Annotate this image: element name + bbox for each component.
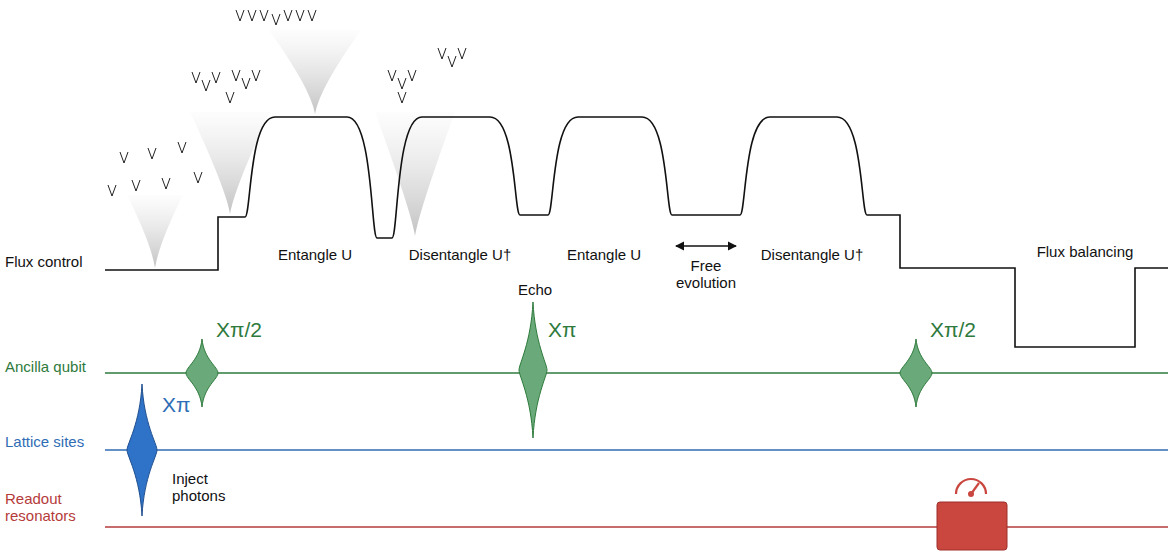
drive-pulse (519, 302, 547, 438)
photon-mark (296, 10, 304, 21)
pulse-label: Xπ/2 (216, 318, 262, 342)
photon-mark (398, 78, 406, 89)
photon-mark (448, 56, 456, 67)
step-label: Disentangle U† (761, 246, 864, 263)
step-label: Entangle U (567, 246, 641, 263)
step-label: Echo (518, 281, 552, 298)
photon-mark (236, 10, 244, 21)
step-label: Entangle U (278, 246, 352, 263)
photon-mark (248, 10, 256, 21)
drive-pulse (186, 339, 218, 407)
pulse-label: Xπ (162, 393, 191, 417)
channel-label: Ancilla qubit (5, 358, 86, 375)
channel-label: Readout resonators (5, 490, 95, 525)
channel-line (105, 526, 1168, 528)
photon-mark (438, 48, 446, 59)
meter-icon (956, 479, 986, 497)
photon-mark (132, 180, 140, 191)
photon-mark (388, 70, 396, 81)
photon-mark (202, 80, 210, 91)
readout-pulse (937, 502, 1007, 550)
photon-mark (120, 152, 128, 163)
photon-mark (192, 72, 200, 83)
duration-arrow (676, 245, 736, 246)
photon-mark (226, 92, 234, 103)
photon-mark (212, 72, 220, 83)
step-label: Flux balancing (1037, 243, 1134, 260)
photon-mark (162, 178, 170, 189)
photon-cone (375, 112, 455, 236)
pulse-label: Xπ (548, 318, 577, 342)
channel-line (105, 449, 1168, 451)
photon-mark (408, 70, 416, 81)
step-label: Disentangle U† (409, 246, 512, 263)
photon-mark (284, 10, 292, 21)
photon-mark (458, 48, 466, 59)
photon-mark (272, 14, 280, 25)
channel-label: Lattice sites (5, 433, 84, 450)
photon-cone (127, 195, 183, 268)
photon-cone (190, 112, 270, 214)
channel-line (105, 372, 1168, 374)
step-label: Inject photons (172, 470, 236, 505)
photon-mark (398, 92, 406, 103)
photon-mark (260, 10, 268, 21)
step-label: Free evolution (668, 257, 744, 292)
photon-cone (269, 30, 361, 114)
pulse-label: Xπ/2 (930, 318, 976, 342)
photon-mark (194, 172, 202, 183)
photon-mark (148, 148, 156, 159)
drive-pulse (127, 384, 157, 516)
photon-mark (308, 10, 316, 21)
photon-mark (242, 78, 250, 89)
photon-mark (252, 70, 260, 81)
photon-mark (232, 70, 240, 81)
photon-mark (108, 185, 116, 196)
photon-mark (178, 142, 186, 153)
drive-pulse (900, 339, 932, 407)
flux-trace (105, 117, 1168, 347)
channel-label: Flux control (5, 253, 83, 270)
